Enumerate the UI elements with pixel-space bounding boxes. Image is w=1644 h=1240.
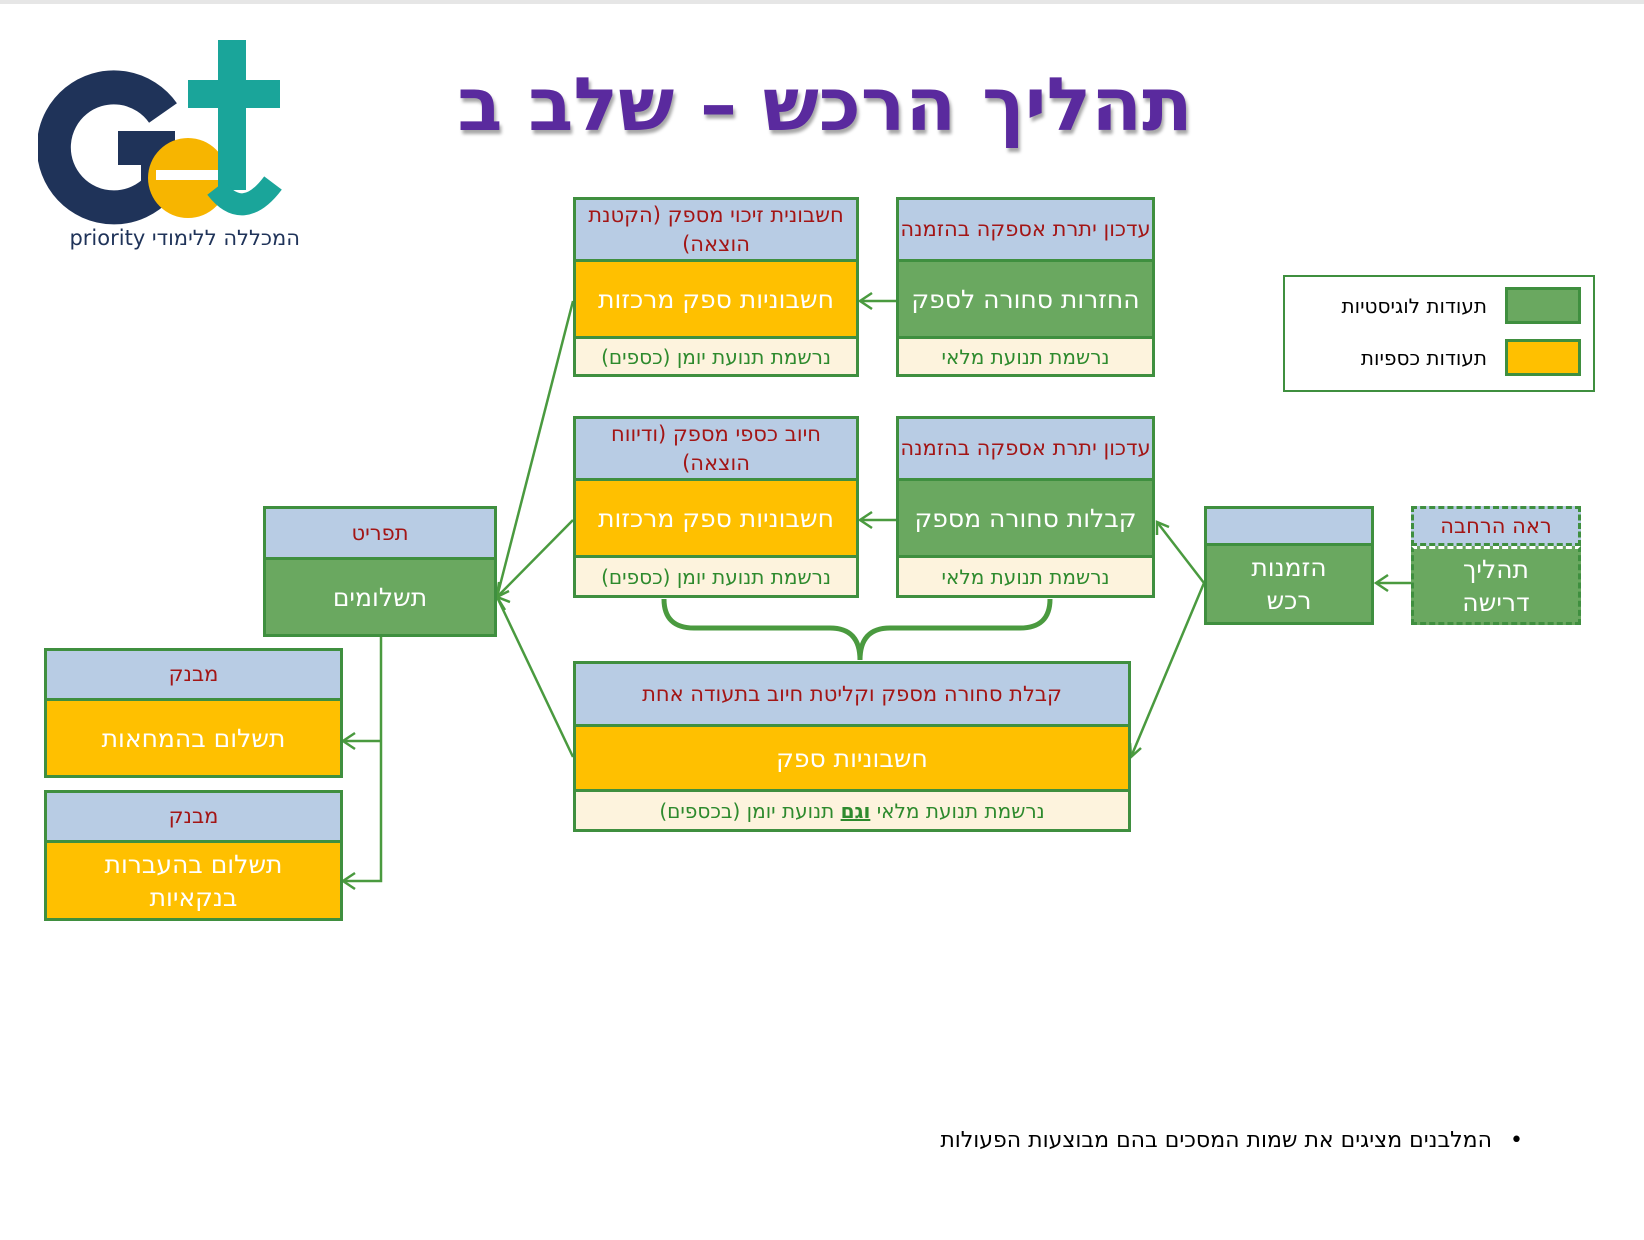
legend-swatch-logistic (1505, 287, 1581, 324)
node-transfers-body: תשלום בהעברות בנקאיות (44, 843, 343, 921)
arrow-invoice-to-payments (495, 596, 575, 758)
node-requisition-header: ראה הרחבה (1411, 506, 1581, 546)
node-returns-body: החזרות סחורה לספק (896, 262, 1155, 339)
node-checks[interactable]: מבנק תשלום בהמחאות (44, 648, 343, 778)
node-invoice-note-b: תנועת יומן (בכספים) (659, 798, 835, 823)
node-transfers[interactable]: מבנק תשלום בהעברות בנקאיות (44, 790, 343, 921)
node-receipts-body: קבלות סחורה מספק (896, 481, 1155, 558)
node-receipts-header: עדכון יתרת אספקה בהזמנה (896, 416, 1155, 481)
arrow-orders-to-invoice (1129, 582, 1206, 758)
node-checks-header: מבנק (44, 648, 343, 701)
node-invoice-note-em: וגם (840, 798, 871, 823)
node-invoice-note: נרשמת תנועת מלאי וגם תנועת יומן (בכספים) (573, 792, 1131, 832)
legend-label-financial: תעודות כספיות (1360, 345, 1487, 370)
get-logo (38, 40, 282, 225)
node-payments[interactable]: תפריט תשלומים (263, 506, 497, 637)
legend-item-financial: תעודות כספיות (1361, 339, 1581, 376)
node-purchase-orders-body: הזמנות רכש (1204, 546, 1374, 625)
node-purchase-orders[interactable]: הזמנות רכש (1204, 506, 1374, 625)
node-requisition-body: תהליך דרישה (1411, 546, 1581, 625)
node-returns-header: עדכון יתרת אספקה בהזמנה (896, 197, 1155, 262)
legend-swatch-financial (1505, 339, 1581, 376)
top-divider (0, 0, 1644, 4)
arrow-credit-to-payments (495, 300, 575, 598)
node-invoice-note-a: נרשמת תנועת מלאי (876, 798, 1045, 823)
node-invoice-body: חשבוניות ספק (573, 727, 1131, 792)
node-payments-header: תפריט (263, 506, 497, 560)
node-debit-body: חשבוניות ספק מרכזות (573, 481, 859, 558)
arrow-debit-to-payments (496, 519, 574, 598)
page-title: תהליך הרכש – שלב ב (457, 62, 1193, 148)
footer-bullet-text: המלבנים מציגים את שמות המסכים בהם מבוצעו… (940, 1128, 1492, 1153)
node-debit-header: חיוב כספי מספק (ודיווח הוצאה) (573, 416, 859, 481)
node-credit-note: נרשמת תנועת יומן (כספים) (573, 339, 859, 377)
node-purchase-orders-header (1204, 506, 1374, 546)
node-credit-header: חשבונית זיכוי מספק (הקטנת הוצאה) (573, 197, 859, 262)
bullet-icon: • (1510, 1128, 1523, 1153)
legend: תעודות לוגיסטיות תעודות כספיות (1283, 275, 1595, 392)
node-receipts[interactable]: עדכון יתרת אספקה בהזמנה קבלות סחורה מספק… (896, 416, 1155, 598)
merge-brace (661, 598, 1053, 661)
node-returns[interactable]: עדכון יתרת אספקה בהזמנה החזרות סחורה לספ… (896, 197, 1155, 377)
logo-caption: המכללה ללימודי priority (69, 226, 300, 250)
node-returns-note: נרשמת תנועת מלאי (896, 339, 1155, 377)
node-receipts-note: נרשמת תנועת מלאי (896, 558, 1155, 598)
arrow-payments-to-banks (343, 636, 383, 883)
node-credit-body: חשבוניות ספק מרכזות (573, 262, 859, 339)
node-requisition[interactable]: ראה הרחבה תהליך דרישה (1411, 506, 1581, 625)
legend-item-logistic: תעודות לוגיסטיות (1341, 287, 1581, 324)
node-transfers-header: מבנק (44, 790, 343, 843)
node-debit-note: נרשמת תנועת יומן (כספים) (573, 558, 859, 598)
node-credit[interactable]: חשבונית זיכוי מספק (הקטנת הוצאה) חשבוניו… (573, 197, 859, 377)
node-checks-body: תשלום בהמחאות (44, 701, 343, 778)
node-invoice-header: קבלת סחורה מספק וקליטת חיוב בתעודה אחת (573, 661, 1131, 727)
node-payments-body: תשלומים (263, 560, 497, 637)
arrow-orders-to-receipts (1156, 521, 1205, 584)
legend-label-logistic: תעודות לוגיסטיות (1341, 293, 1487, 318)
node-debit[interactable]: חיוב כספי מספק (ודיווח הוצאה) חשבוניות ס… (573, 416, 859, 598)
node-invoice[interactable]: קבלת סחורה מספק וקליטת חיוב בתעודה אחת ח… (573, 661, 1131, 832)
